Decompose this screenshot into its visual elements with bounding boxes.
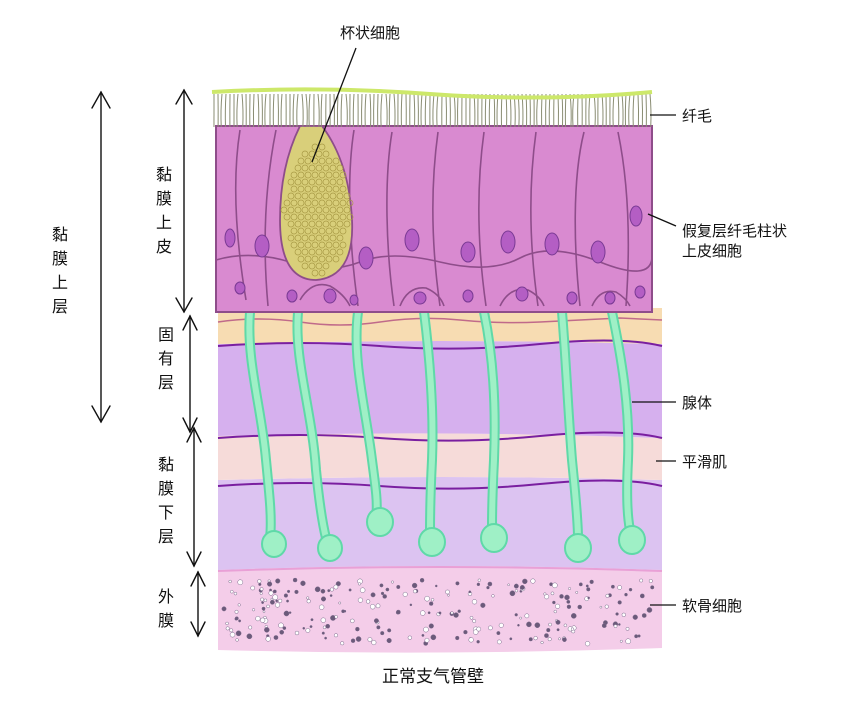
svg-text:层: 层 (158, 527, 174, 546)
arrows (91, 88, 206, 638)
tissue-layers (217, 308, 663, 653)
smooth-muscle-layer (218, 433, 662, 480)
svg-text:膜: 膜 (158, 611, 174, 630)
cell-nuclei (224, 205, 646, 306)
cilia (211, 87, 653, 128)
gland-acinus (317, 534, 343, 562)
diagram-caption: 正常支气管壁 (382, 667, 484, 687)
gland-duct (294, 309, 329, 541)
svg-text:皮: 皮 (156, 237, 172, 256)
boundary-line (217, 479, 663, 490)
gland-duct (246, 309, 274, 541)
goblet-cell-granules (280, 143, 354, 277)
svg-text:黏: 黏 (52, 225, 68, 244)
svg-text:上: 上 (52, 273, 68, 292)
svg-text:层: 层 (52, 297, 68, 316)
adventitia-layer (218, 566, 662, 653)
lamina-propria-label: 固 有 层 (158, 325, 174, 392)
pointer-lines (311, 47, 677, 606)
goblet-cell-label: 杯状细胞 (340, 24, 400, 42)
svg-text:膜: 膜 (52, 249, 68, 268)
chondrocyte-dots (221, 577, 655, 647)
svg-text:黏: 黏 (156, 165, 172, 184)
gland-acinus (261, 530, 287, 558)
epithelium (215, 125, 653, 313)
epithelial-cell-label-line2: 上皮细胞 (682, 242, 742, 260)
gland-acinus (418, 527, 446, 557)
svg-text:有: 有 (158, 349, 174, 368)
epithelium-label: 黏 膜 上 皮 (156, 165, 172, 256)
boundary-line (217, 566, 663, 572)
glands (244, 307, 646, 563)
adventitia-label: 外 膜 (158, 587, 174, 630)
submucosa-label: 黏 膜 下 层 (158, 455, 174, 546)
gland-duct (559, 309, 581, 541)
epithelial-cell-label-line1: 假复层纤毛柱状 (682, 222, 787, 240)
gland-acinus (564, 533, 592, 563)
svg-text:外: 外 (158, 587, 174, 606)
chondrocyte-label: 软骨细胞 (682, 597, 742, 615)
svg-text:固: 固 (158, 325, 174, 344)
gland-acinus (618, 525, 646, 555)
gland-duct (609, 309, 633, 533)
gland-duct (481, 309, 498, 531)
mucosa-layer-label: 黏 膜 上 层 (52, 225, 68, 316)
goblet-cell (279, 125, 354, 281)
gland-label: 腺体 (682, 394, 712, 412)
gland-duct (421, 309, 436, 535)
boundary-line (217, 431, 663, 442)
svg-text:层: 层 (158, 373, 174, 392)
svg-text:黏: 黏 (158, 455, 174, 474)
svg-text:膜: 膜 (156, 189, 172, 208)
cilia-label: 纤毛 (682, 107, 712, 125)
gland-acinus (366, 507, 394, 537)
smooth-muscle-label: 平滑肌 (682, 453, 727, 471)
gland-duct (353, 309, 380, 519)
lamina-propria-top-band (218, 308, 662, 344)
cilia-surface-line (211, 87, 653, 100)
gland-acinus (480, 523, 508, 553)
lamina-propria-layer (218, 341, 662, 438)
submucosa-layer (218, 477, 662, 570)
svg-text:上: 上 (156, 213, 172, 232)
svg-text:膜: 膜 (158, 479, 174, 498)
svg-text:下: 下 (158, 503, 174, 522)
